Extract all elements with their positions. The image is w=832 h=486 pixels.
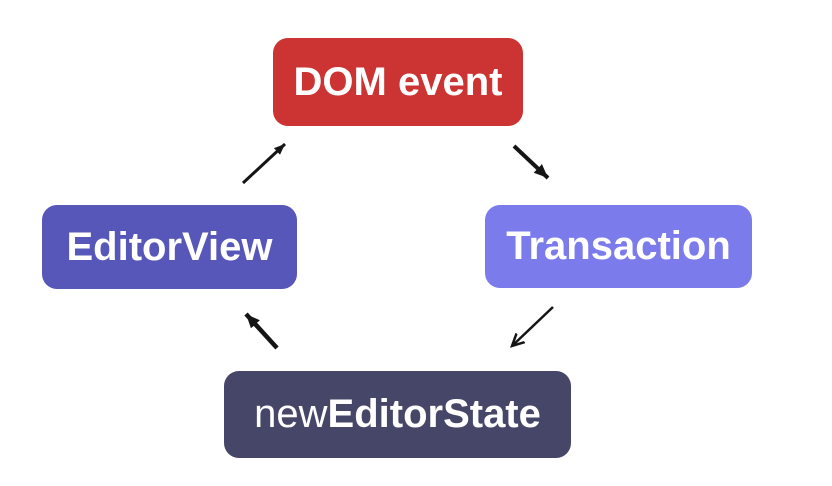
node-new-editor-state: new EditorState (224, 371, 571, 458)
node-transaction-label: Transaction (506, 224, 731, 268)
node-dom-event: DOM event (273, 38, 523, 126)
arrow-neweditorstate-to-editorview (244, 312, 279, 350)
node-dom-event-label: DOM event (293, 59, 503, 104)
node-transaction: Transaction (485, 205, 752, 288)
arrow-editorview-to-domevent (241, 142, 287, 185)
node-editor-view-label: EditorView (66, 224, 273, 269)
arrow-transaction-to-neweditorstate (512, 306, 554, 346)
node-new-editor-state-prefix: new (254, 392, 328, 436)
arrow-domevent-to-transaction (512, 144, 550, 180)
node-editor-view: EditorView (42, 205, 297, 289)
node-new-editor-state-label: EditorState (327, 392, 541, 436)
